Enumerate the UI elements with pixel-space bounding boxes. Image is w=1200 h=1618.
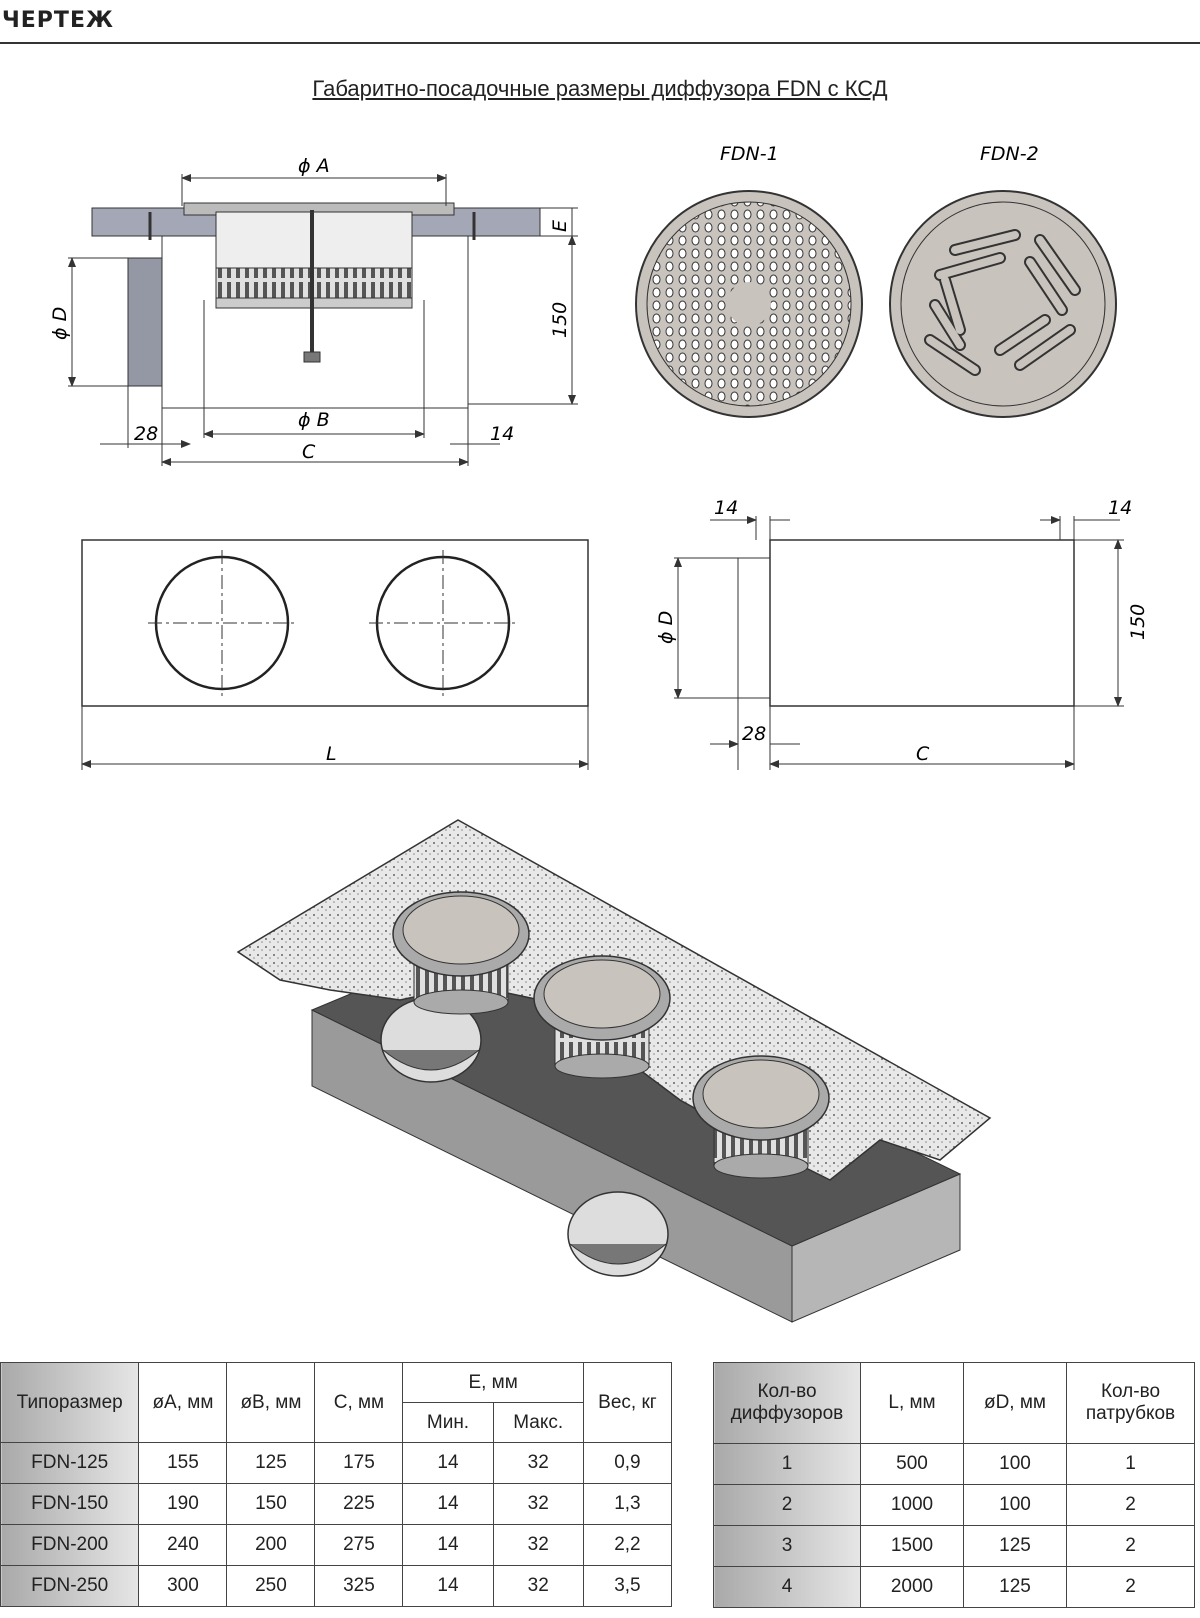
table-cell: 1 — [1066, 1443, 1195, 1485]
table-cell: FDN-250 — [0, 1565, 140, 1607]
table-cell: 100 — [963, 1484, 1067, 1526]
page-header: ЧЕРТЕЖ — [0, 0, 1200, 44]
th-d: øD, мм — [963, 1362, 1067, 1444]
iso-diffuser-3 — [692, 1055, 830, 1179]
table-cell: 2,2 — [582, 1524, 673, 1566]
table-cell: FDN-150 — [0, 1483, 140, 1525]
isometric-illustration — [236, 819, 992, 1323]
table-cell: 100 — [963, 1443, 1067, 1485]
side-view: 14 14 28 C ϕ D 150 — [655, 497, 1149, 770]
table-cell: 2000 — [860, 1566, 964, 1608]
th-b: øB, мм — [226, 1362, 316, 1443]
dim-d-label: ϕ D — [49, 307, 71, 340]
table-cell: 2 — [1066, 1484, 1195, 1526]
dim-150-label: 150 — [549, 302, 571, 338]
dim-c-label: C — [302, 441, 316, 463]
table-cell: 0,9 — [582, 1442, 673, 1484]
th-c: C, мм — [314, 1362, 404, 1443]
face-views: FDN-1 FDN-2 — [635, 143, 1117, 418]
table-cell: 14 — [402, 1483, 494, 1525]
dim-14-label: 14 — [490, 423, 514, 445]
iso-diffuser-1 — [392, 891, 530, 1015]
table-cell: 225 — [314, 1483, 404, 1525]
table-cell: 2 — [713, 1484, 861, 1526]
spec-table-plenum: Кол-во диффузоров L, мм øD, мм Кол-во па… — [713, 1362, 1195, 1608]
table-cell: 2 — [1066, 1525, 1195, 1567]
table-cell: 275 — [314, 1524, 404, 1566]
table-cell: 500 — [860, 1443, 964, 1485]
table-cell: 32 — [492, 1442, 584, 1484]
table-cell: 4 — [713, 1566, 861, 1608]
main-title: Габаритно-посадочные размеры диффузора F… — [312, 76, 888, 101]
th-count: Кол-во диффузоров — [713, 1362, 861, 1444]
table-cell: 300 — [138, 1565, 228, 1607]
table-cell: 250 — [226, 1565, 316, 1607]
side-dim-14-right: 14 — [1108, 497, 1132, 519]
fdn2-label: FDN-2 — [980, 143, 1039, 165]
th-weight: Вес, кг — [582, 1362, 673, 1443]
dim-e-label: E — [549, 220, 571, 232]
dim-a-label: ϕ A — [298, 155, 330, 177]
table-cell: 2 — [1066, 1566, 1195, 1608]
spec-table-diffuser: Типоразмер øA, мм øB, мм C, мм E, мм Вес… — [0, 1362, 673, 1607]
table-cell: 1500 — [860, 1525, 964, 1567]
table-cell: 150 — [226, 1483, 316, 1525]
table-cell: 32 — [492, 1483, 584, 1525]
table-cell: 32 — [492, 1565, 584, 1607]
dim-l-label: L — [326, 743, 337, 765]
th-e-max: Макс. — [492, 1402, 584, 1443]
table-cell: 125 — [226, 1442, 316, 1484]
th-l: L, мм — [860, 1362, 964, 1444]
table-cell: 155 — [138, 1442, 228, 1484]
th-pipes: Кол-во патрубков — [1066, 1362, 1195, 1444]
table-cell: FDN-200 — [0, 1524, 140, 1566]
dim-b-label: ϕ B — [298, 409, 330, 431]
table-cell: 190 — [138, 1483, 228, 1525]
plan-view: L — [81, 539, 589, 770]
th-e-min: Мин. — [402, 1402, 494, 1443]
side-dim-28: 28 — [742, 723, 766, 745]
iso-diffuser-2 — [533, 955, 671, 1079]
side-dim-150: 150 — [1127, 604, 1149, 640]
side-dim-c: C — [916, 743, 930, 765]
table-cell: 14 — [402, 1524, 494, 1566]
dim-28-label: 28 — [134, 423, 158, 445]
table-cell: 240 — [138, 1524, 228, 1566]
table-cell: 32 — [492, 1524, 584, 1566]
table-cell: 14 — [402, 1565, 494, 1607]
th-type: Типоразмер — [0, 1362, 140, 1443]
table-cell: 125 — [963, 1525, 1067, 1567]
side-dim-14-left: 14 — [714, 497, 738, 519]
table-cell: 1000 — [860, 1484, 964, 1526]
table-cell: 3,5 — [582, 1565, 673, 1607]
table-cell: 325 — [314, 1565, 404, 1607]
table-cell: 1 — [713, 1443, 861, 1485]
table-cell: FDN-125 — [0, 1442, 140, 1484]
th-a: øA, мм — [138, 1362, 228, 1443]
table-cell: 200 — [226, 1524, 316, 1566]
th-e: E, мм — [402, 1362, 584, 1403]
side-dim-d: ϕ D — [655, 611, 677, 644]
header-title: ЧЕРТЕЖ — [2, 8, 114, 33]
table-cell: 125 — [963, 1566, 1067, 1608]
table-cell: 3 — [713, 1525, 861, 1567]
table-cell: 1,3 — [582, 1483, 673, 1525]
front-view: ϕ A ϕ B C 28 14 E 150 ϕ D — [49, 155, 578, 466]
fdn1-label: FDN-1 — [720, 143, 779, 165]
table-cell: 175 — [314, 1442, 404, 1484]
table-cell: 14 — [402, 1442, 494, 1484]
